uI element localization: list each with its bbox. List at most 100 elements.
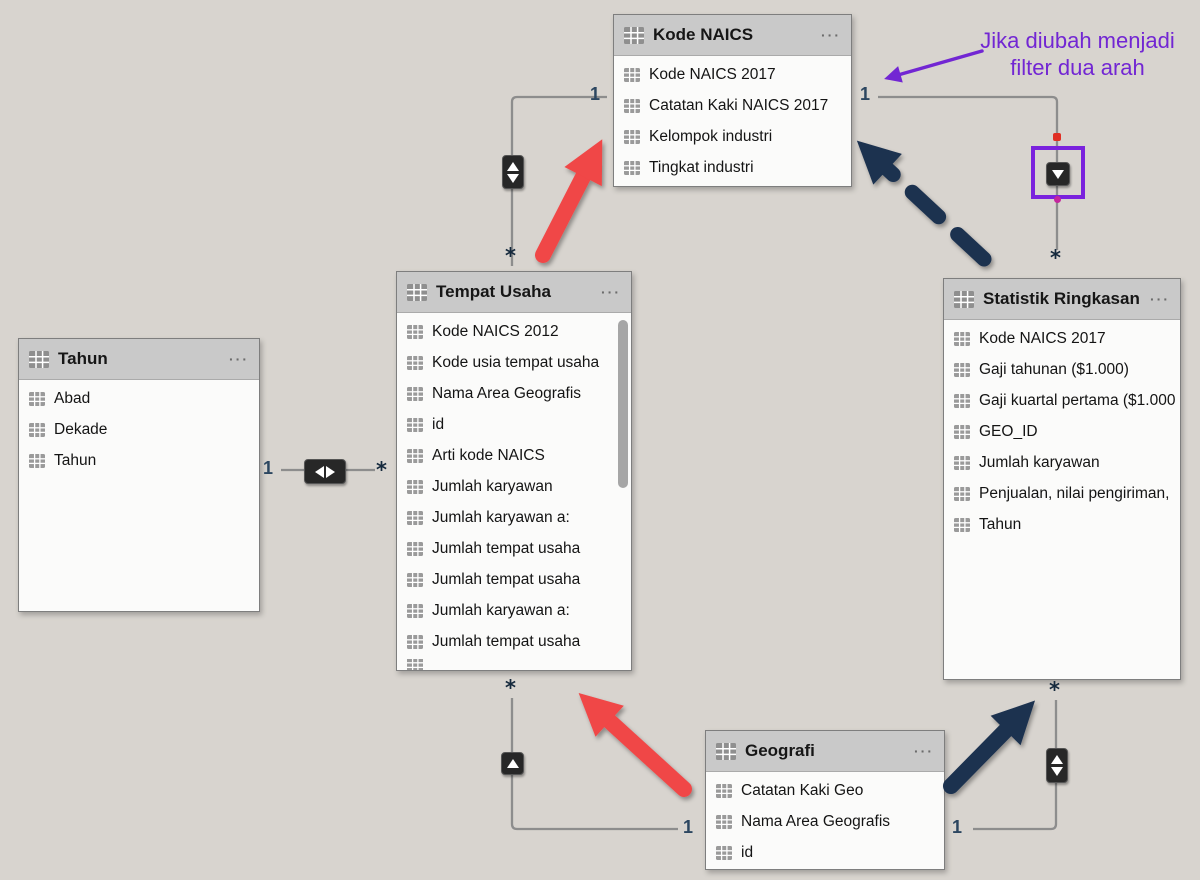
table-header-statistik-ringkasan[interactable]: Statistik Ringkasan ··· (944, 279, 1180, 320)
more-options-button[interactable]: ··· (914, 743, 934, 759)
field-icon (407, 417, 423, 432)
field-icon (624, 160, 640, 175)
field-row[interactable]: GEO_ID (944, 416, 1180, 447)
field-row[interactable]: Jumlah tempat usaha (397, 564, 631, 595)
field-label: Dekade (54, 420, 108, 438)
field-row[interactable]: Arti kode NAICS (397, 440, 631, 471)
filter-direction-single-icon[interactable] (501, 752, 524, 775)
field-row[interactable]: Nama Area Geografis (706, 806, 944, 837)
more-options-button[interactable]: ··· (1150, 291, 1170, 307)
table-title: Kode NAICS (653, 25, 754, 44)
table-icon (716, 742, 736, 760)
field-label: Jumlah karyawan (979, 453, 1100, 471)
field-label: Kode usia tempat usaha (432, 353, 600, 371)
arrow-down-glyph (507, 173, 519, 183)
field-row[interactable]: id (397, 409, 631, 440)
annotation-note: Jika diubah menjadi filter dua arah (955, 27, 1200, 81)
relationship-line-geografi-statistik[interactable] (973, 700, 1058, 831)
field-icon (716, 783, 732, 798)
cardinality-one-label: 1 (263, 458, 274, 478)
navy-dashed-annotation-arrow (856, 140, 992, 267)
field-row[interactable]: Abad (19, 383, 259, 414)
field-icon (716, 814, 732, 829)
relationship-line-tempat-geografi[interactable] (510, 698, 678, 831)
red-annotation-arrow (535, 139, 603, 263)
field-label: Jumlah karyawan (432, 477, 553, 495)
field-icon (954, 331, 970, 346)
field-row[interactable]: Gaji kuartal pertama ($1.000 (944, 385, 1180, 416)
scrollbar[interactable] (618, 320, 628, 488)
field-row[interactable]: Jumlah karyawan a: (397, 595, 631, 626)
field-icon (624, 67, 640, 82)
field-row[interactable]: Catatan Kaki NAICS 2017 (614, 90, 851, 121)
purple-highlight-box (1031, 146, 1085, 199)
field-row[interactable]: Penjualan, nilai pengiriman, (944, 478, 1180, 509)
field-row[interactable]: Kelompok industri (614, 121, 851, 152)
field-label: Penjualan, nilai pengiriman, (979, 484, 1170, 502)
field-row[interactable]: Kode NAICS 2017 (614, 59, 851, 90)
field-row[interactable]: Catatan Kaki Geo (706, 775, 944, 806)
field-row[interactable]: id (706, 837, 944, 868)
table-header-kode-naics[interactable]: Kode NAICS ··· (614, 15, 851, 56)
table-icon (407, 283, 427, 301)
table-header-tempat-usaha[interactable]: Tempat Usaha ··· (397, 272, 631, 313)
field-icon (407, 603, 423, 618)
arrow-right-glyph (326, 465, 335, 478)
field-row[interactable]: Jumlah tempat usaha (397, 626, 631, 657)
table-title: Geografi (745, 741, 815, 760)
field-row[interactable]: Kode usia tempat usaha (397, 347, 631, 378)
field-row[interactable]: Nama Area Geografis (397, 378, 631, 409)
field-row[interactable]: Jumlah karyawan a: (397, 502, 631, 533)
field-row[interactable]: Tahun (19, 445, 259, 476)
field-icon (407, 479, 423, 494)
field-label: Kode NAICS 2017 (649, 65, 776, 83)
field-row[interactable]: Tahun (944, 509, 1180, 540)
field-row[interactable]: Kode NAICS 2017 (944, 323, 1180, 354)
field-row[interactable]: Dekade (19, 414, 259, 445)
field-icon (407, 355, 423, 370)
table-header-geografi[interactable]: Geografi ··· (706, 731, 944, 772)
cardinality-many-label: * (376, 458, 387, 482)
more-options-button[interactable]: ··· (601, 284, 621, 300)
field-label: GEO_ID (979, 422, 1038, 440)
field-icon (716, 845, 732, 860)
field-icon (954, 393, 970, 408)
field-label: Kelompok industri (649, 127, 773, 145)
field-row[interactable]: Jumlah karyawan (397, 471, 631, 502)
cardinality-one-label: 1 (860, 84, 871, 104)
field-row[interactable]: Jumlah tempat usaha (397, 533, 631, 564)
filter-direction-both-icon[interactable] (304, 459, 346, 484)
field-icon (624, 98, 640, 113)
field-row[interactable]: Tingkat industri (614, 152, 851, 183)
filter-direction-both-icon[interactable] (502, 155, 524, 189)
field-icon (29, 422, 45, 437)
field-icon (29, 453, 45, 468)
field-label: Jumlah tempat usaha (432, 539, 581, 557)
cardinality-many-label: * (1050, 246, 1061, 270)
table-title: Statistik Ringkasan (983, 289, 1140, 308)
field-row[interactable]: Kode NAICS 2012 (397, 316, 631, 347)
field-icon (624, 129, 640, 144)
table-header-tahun[interactable]: Tahun ··· (19, 339, 259, 380)
more-options-button[interactable]: ··· (229, 351, 249, 367)
relationship-line-naics-tempat[interactable] (510, 95, 607, 266)
field-label: Catatan Kaki Geo (741, 781, 864, 799)
field-row[interactable]: Gaji tahunan ($1.000) (944, 354, 1180, 385)
red-marker-dot (1053, 133, 1061, 141)
field-row[interactable]: Jumlah karyawan (944, 447, 1180, 478)
arrow-up-glyph (506, 759, 519, 768)
field-label: Catatan Kaki NAICS 2017 (649, 96, 829, 114)
field-label: Arti kode NAICS (432, 446, 545, 464)
field-icon (29, 391, 45, 406)
more-options-button[interactable]: ··· (821, 27, 841, 43)
cardinality-many-label: * (505, 676, 516, 700)
red-annotation-arrow (578, 692, 692, 797)
field-label: Tingkat industri (649, 158, 754, 176)
table-icon (954, 290, 974, 308)
filter-direction-both-icon[interactable] (1046, 748, 1068, 783)
field-icon (954, 517, 970, 532)
cardinality-one-label: 1 (590, 84, 601, 104)
